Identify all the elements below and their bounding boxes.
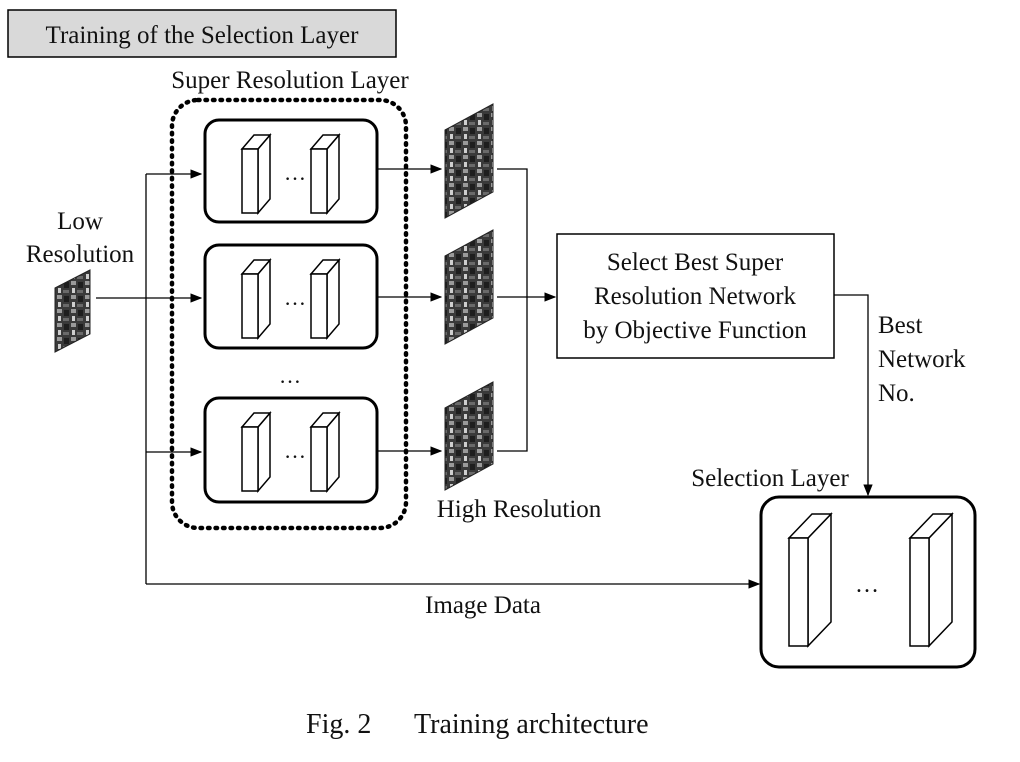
high-resolution-image-2 (444, 229, 494, 345)
selection-layer-box: … (759, 495, 977, 669)
figure-number: Fig. 2 (306, 709, 371, 740)
high-resolution-label: High Resolution (437, 496, 602, 523)
select-box-line1: Select Best Super (607, 249, 784, 276)
output-merge-bracket (497, 168, 557, 452)
sr-network-box-2: … (203, 243, 379, 350)
layer-block-icon (240, 257, 272, 341)
figure-caption: Training architecture (414, 709, 649, 740)
low-resolution-label-line2: Resolution (26, 241, 135, 268)
layer-block-icon (309, 410, 341, 494)
ellipsis: … (855, 572, 879, 598)
layer-block-icon (240, 132, 272, 216)
ellipsis: … (284, 285, 306, 310)
input-distribution-lines (96, 169, 761, 589)
layer-block-icon (787, 512, 833, 648)
selection-layer-label: Selection Layer (691, 465, 849, 492)
sr-network-box-3: … (203, 396, 379, 504)
low-resolution-image (54, 269, 91, 353)
layer-block-icon (240, 410, 272, 494)
layer-block-icon (309, 132, 341, 216)
super-resolution-layer-container (169, 97, 409, 531)
title-box: Training of the Selection Layer (7, 9, 397, 58)
layer-block-icon (908, 512, 954, 648)
network-output-arrows (377, 164, 443, 456)
super-resolution-layer-label: Super Resolution Layer (171, 67, 409, 94)
best-network-arrow (834, 294, 873, 497)
select-best-network-box: Select Best Super Resolution Network by … (556, 233, 835, 359)
best-network-label-line1: Best (878, 312, 923, 339)
high-resolution-image-1 (444, 103, 494, 219)
high-resolution-image-3 (444, 381, 494, 491)
best-network-label-line3: No. (878, 380, 915, 407)
ellipsis: … (284, 160, 306, 185)
image-data-label: Image Data (425, 592, 541, 619)
select-box-line2: Resolution Network (594, 283, 797, 310)
low-resolution-label-line1: Low (57, 208, 103, 235)
best-network-label-line2: Network (878, 346, 966, 373)
sr-network-box-1: … (203, 118, 379, 224)
ellipsis: … (284, 438, 306, 463)
layer-block-icon (309, 257, 341, 341)
title-text: Training of the Selection Layer (46, 22, 360, 49)
select-box-line3: by Objective Function (583, 317, 807, 344)
vertical-ellipsis: … (279, 363, 301, 388)
